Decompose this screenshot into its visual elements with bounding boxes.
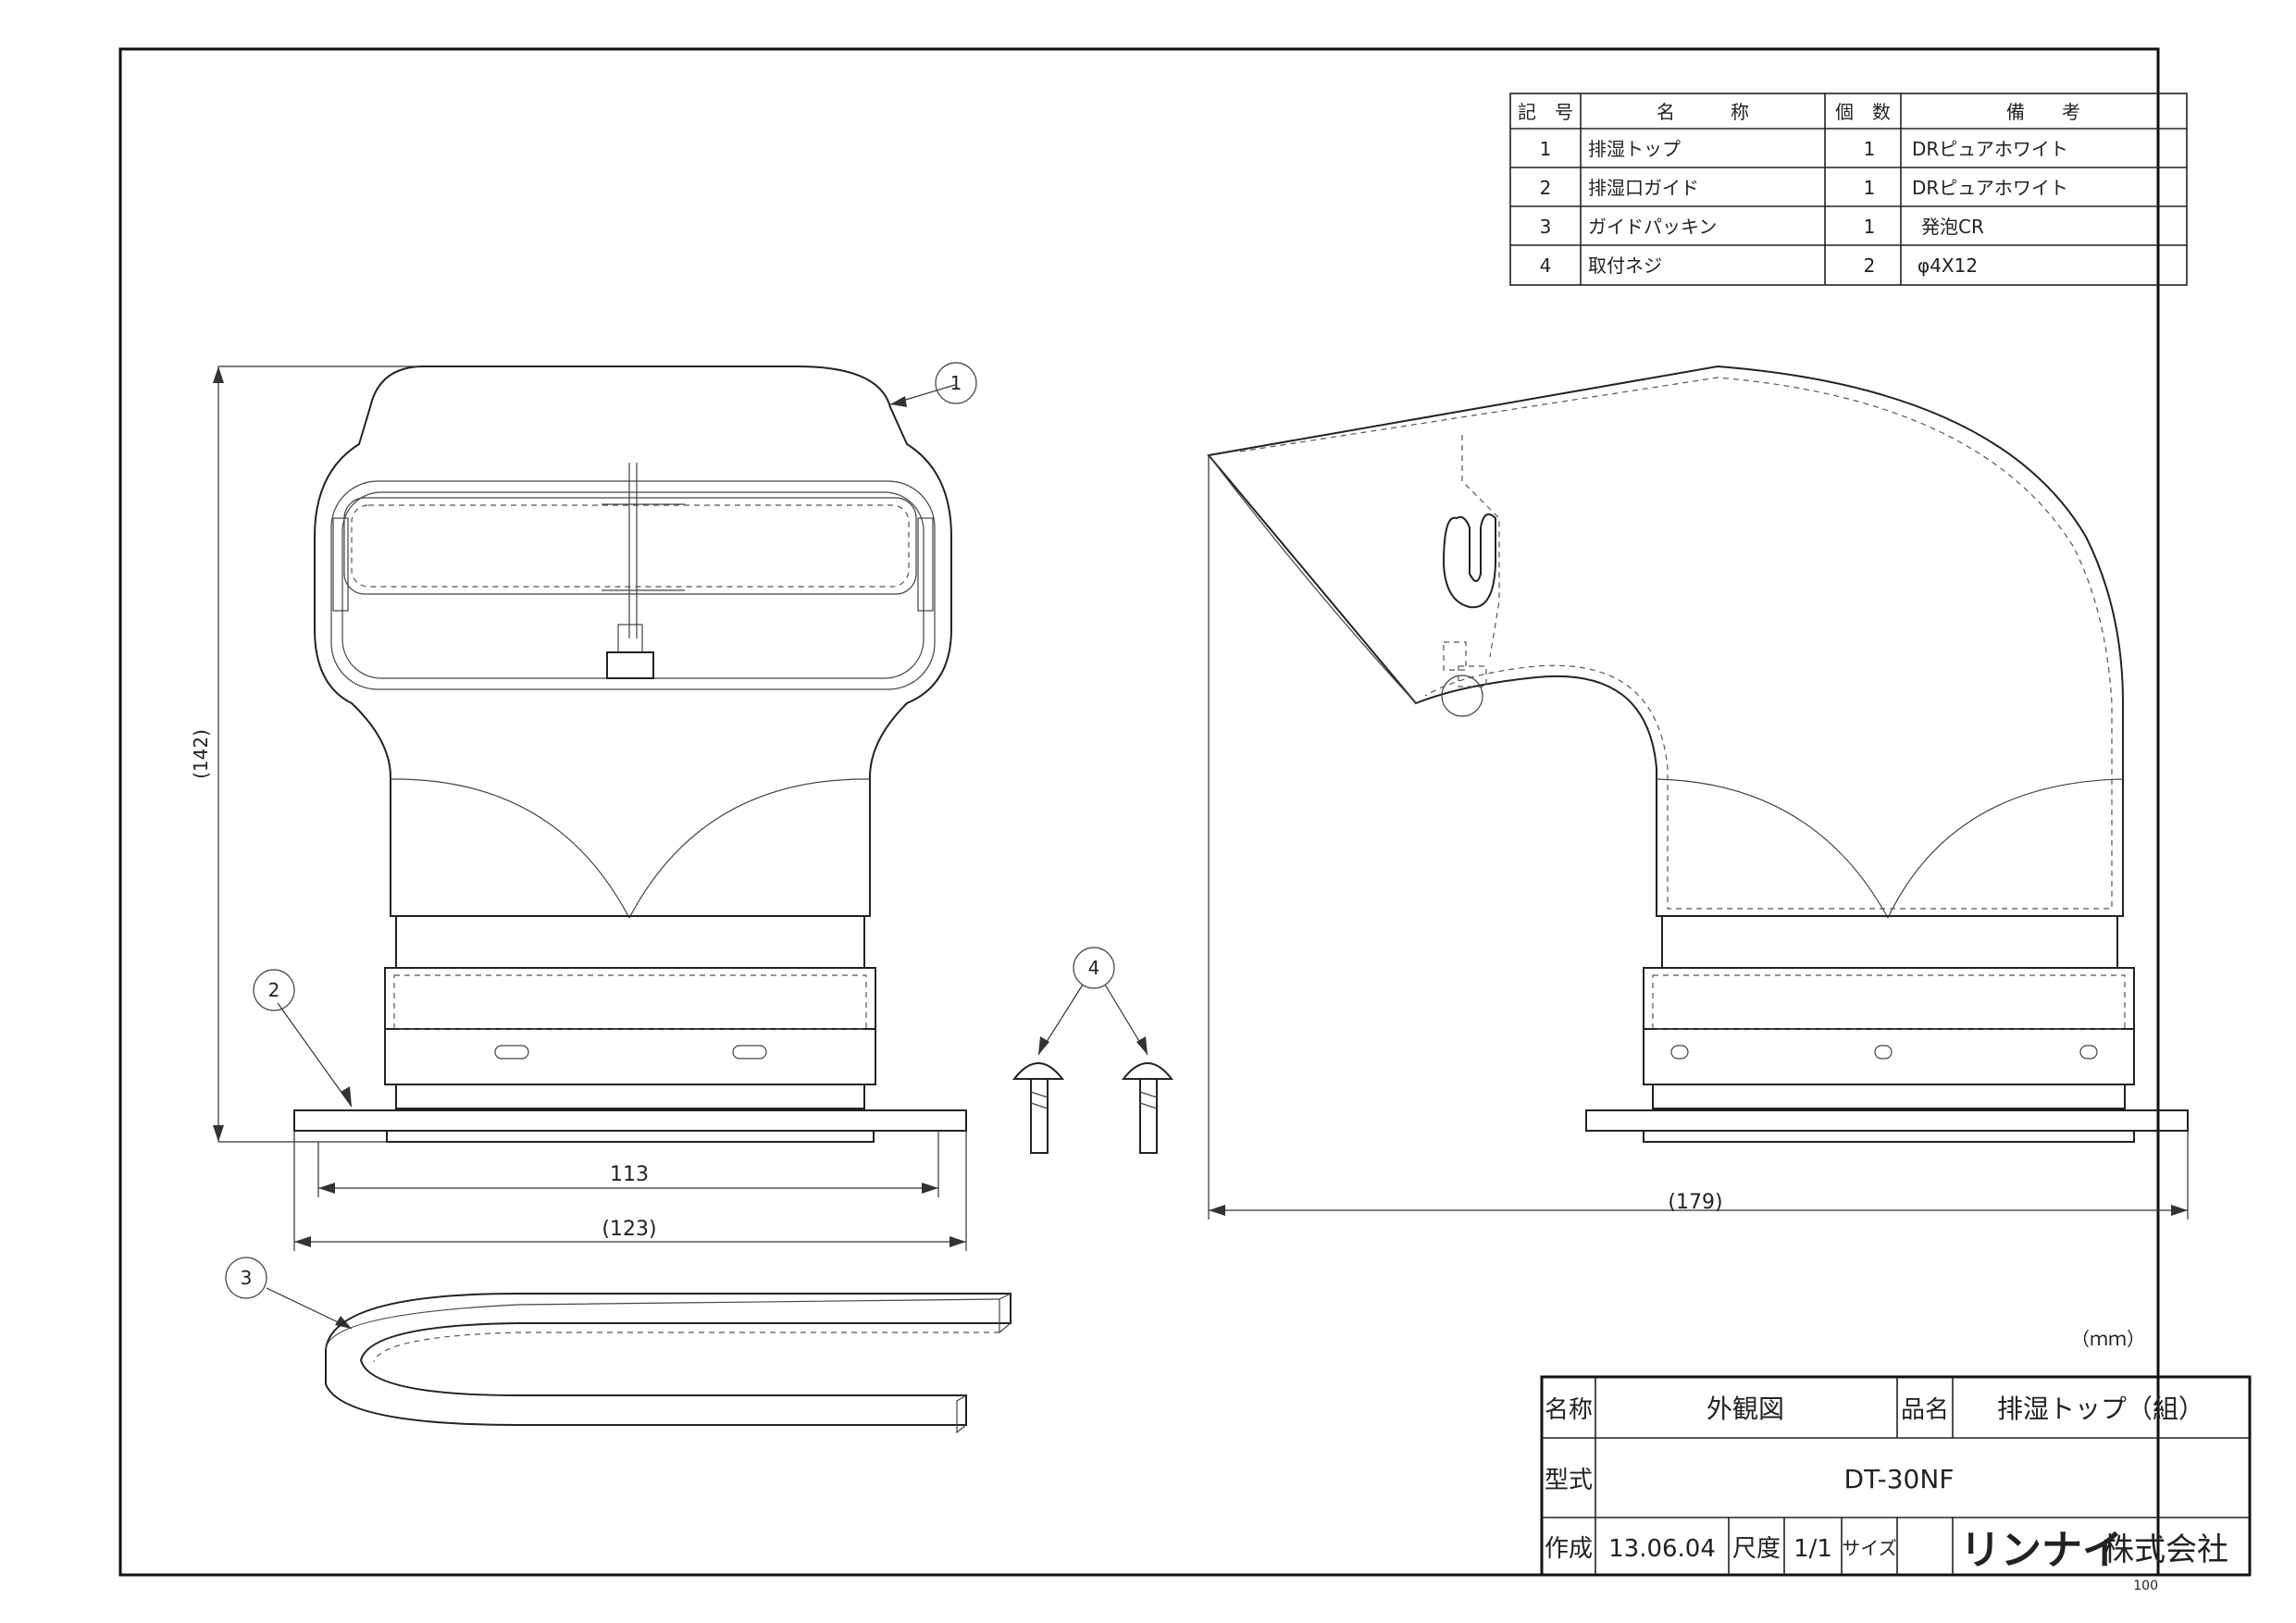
title-product-label: 品名 [1901, 1396, 1949, 1424]
callout-4-label: 4 [1088, 957, 1100, 979]
side-dimensions: (179) [1208, 455, 2189, 1220]
parts-row-name: 排湿口ガイド [1588, 177, 1699, 199]
parts-row-no: 3 [1540, 216, 1552, 238]
callout-3-label: 3 [241, 1267, 253, 1289]
callout-2: 2 [253, 969, 353, 1108]
dim-height-label: (142) [190, 729, 212, 779]
title-model-label: 型式 [1545, 1467, 1593, 1494]
parts-row-name: 排湿トップ [1588, 138, 1681, 160]
parts-row-note: φ4X12 [1917, 254, 1978, 277]
unit-note: （ｍｍ） [2071, 1328, 2145, 1350]
title-product-value: 排湿トップ（組） [1997, 1394, 2204, 1424]
parts-row-no: 4 [1540, 254, 1552, 277]
dim-side-depth-label: (179) [1668, 1191, 1722, 1214]
callout-1: 1 [889, 362, 977, 407]
parts-row-note: DRピュアホワイト [1912, 138, 2068, 160]
title-created-label: 作成 [1545, 1535, 1593, 1563]
callout-4: 4 [1037, 947, 1148, 1056]
parts-header-name: 名 称 [1657, 101, 1749, 123]
company-name-suffix: 株式会社 [2103, 1531, 2228, 1568]
sheet-code: 100 [2133, 1579, 2158, 1593]
parts-row-qty: 2 [1864, 254, 1876, 277]
title-scale-value: 1/1 [1793, 1535, 1832, 1563]
parts-row-qty: 1 [1864, 177, 1876, 199]
parts-row-no: 1 [1540, 138, 1552, 160]
parts-row-qty: 1 [1864, 216, 1876, 238]
parts-header-note: 備 考 [2006, 101, 2080, 123]
company-logo: リンナイ [1960, 1527, 2123, 1574]
callout-3: 3 [225, 1257, 353, 1330]
front-dimensions: (142) 113 (123) [190, 365, 967, 1251]
side-view-drawing [1207, 365, 2189, 1143]
title-name-value: 外観図 [1706, 1394, 1784, 1424]
dim-inner-width-label: 113 [610, 1163, 649, 1186]
title-created-value: 13.06.04 [1608, 1535, 1716, 1563]
parts-row-note: 発泡CR [1921, 216, 1984, 238]
callout-1-label: 1 [950, 372, 962, 394]
sheet-border [118, 47, 2160, 1577]
title-block: 名称 外観図 品名 排湿トップ（組） 型式 DT-30NF 作成 13.06.0… [1540, 1375, 2252, 1577]
title-name-label: 名称 [1545, 1396, 1593, 1424]
callout-2-label: 2 [268, 979, 280, 1001]
parts-header-no: 記 号 [1518, 101, 1573, 123]
title-size-label: サイズ [1842, 1537, 1896, 1559]
parts-table: 記 号 名 称 個 数 備 考 1 排湿トップ 1 DRピュアホワイト 2 排湿… [1509, 93, 2188, 286]
screw-parts-drawing [1011, 1062, 1174, 1154]
dim-outer-width-label: (123) [602, 1218, 656, 1241]
parts-row-note: DRピュアホワイト [1912, 177, 2068, 199]
gasket-part-drawing [325, 1293, 1011, 1434]
title-model-value: DT-30NF [1844, 1464, 1955, 1494]
title-scale-label: 尺度 [1732, 1535, 1781, 1563]
parts-row-name: ガイドパッキン [1588, 216, 1717, 238]
parts-row-qty: 1 [1864, 138, 1876, 160]
parts-header-qty: 個 数 [1835, 101, 1891, 123]
parts-row-name: 取付ネジ [1588, 254, 1662, 277]
parts-row-no: 2 [1540, 177, 1552, 199]
front-view-drawing [293, 365, 967, 1143]
